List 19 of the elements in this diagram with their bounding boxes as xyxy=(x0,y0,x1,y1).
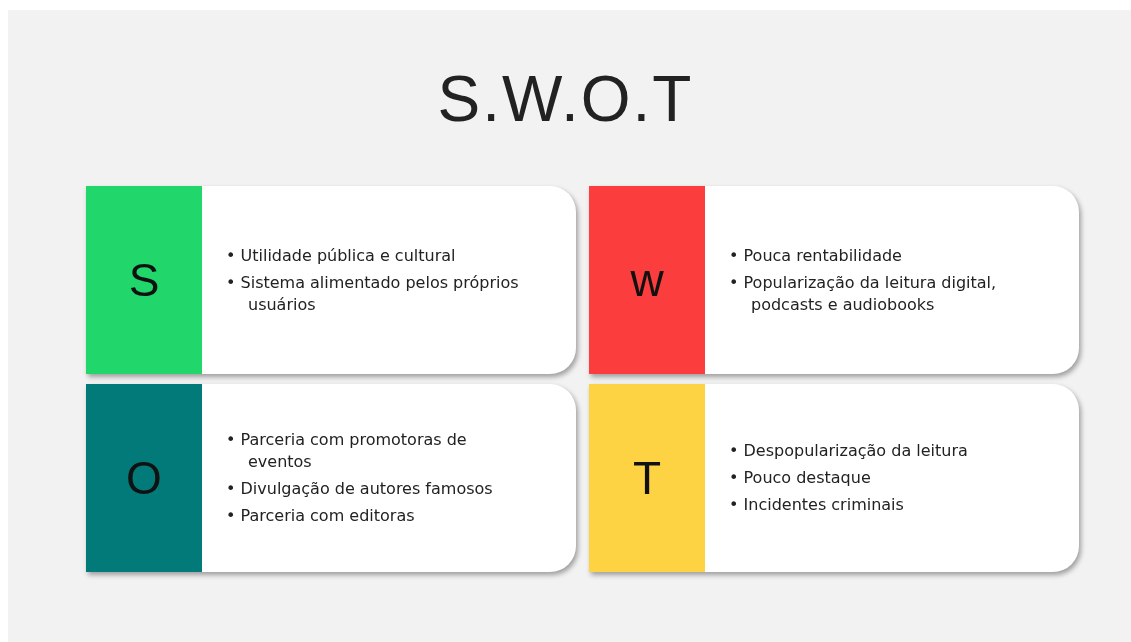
bullet-item: • Incidentes criminais xyxy=(729,494,905,516)
quadrant-letter-tile: T xyxy=(589,384,705,572)
bullet-item: • Parceria com editoras xyxy=(226,505,416,527)
bullet-item: • Utilidade pública e cultural xyxy=(226,244,457,267)
quadrant-letter-tile: O xyxy=(86,384,202,572)
swot-card xyxy=(589,384,1079,572)
quadrant-letter-tile: S xyxy=(86,186,202,374)
bullet-item: • Despopularização da leitura xyxy=(729,440,969,462)
bullet-item: • Parceria com promotoras de eventos xyxy=(226,429,468,473)
swot-card xyxy=(589,186,1079,374)
slide-title: S.W.O.T xyxy=(436,62,695,136)
swot-card xyxy=(86,186,576,374)
quadrant-letter-tile: w xyxy=(589,186,705,374)
bullet-item: • Pouca rentabilidade xyxy=(729,244,903,267)
bullet-item: • Popularização da leitura digital, podcasts e audiobooks xyxy=(729,271,998,316)
bullet-item: • Sistema alimentado pelos próprios usuários xyxy=(226,271,520,316)
swot-card xyxy=(86,384,576,572)
bullet-item: • Pouco destaque xyxy=(729,467,872,489)
bullet-item: • Divulgação de autores famosos xyxy=(226,478,494,500)
